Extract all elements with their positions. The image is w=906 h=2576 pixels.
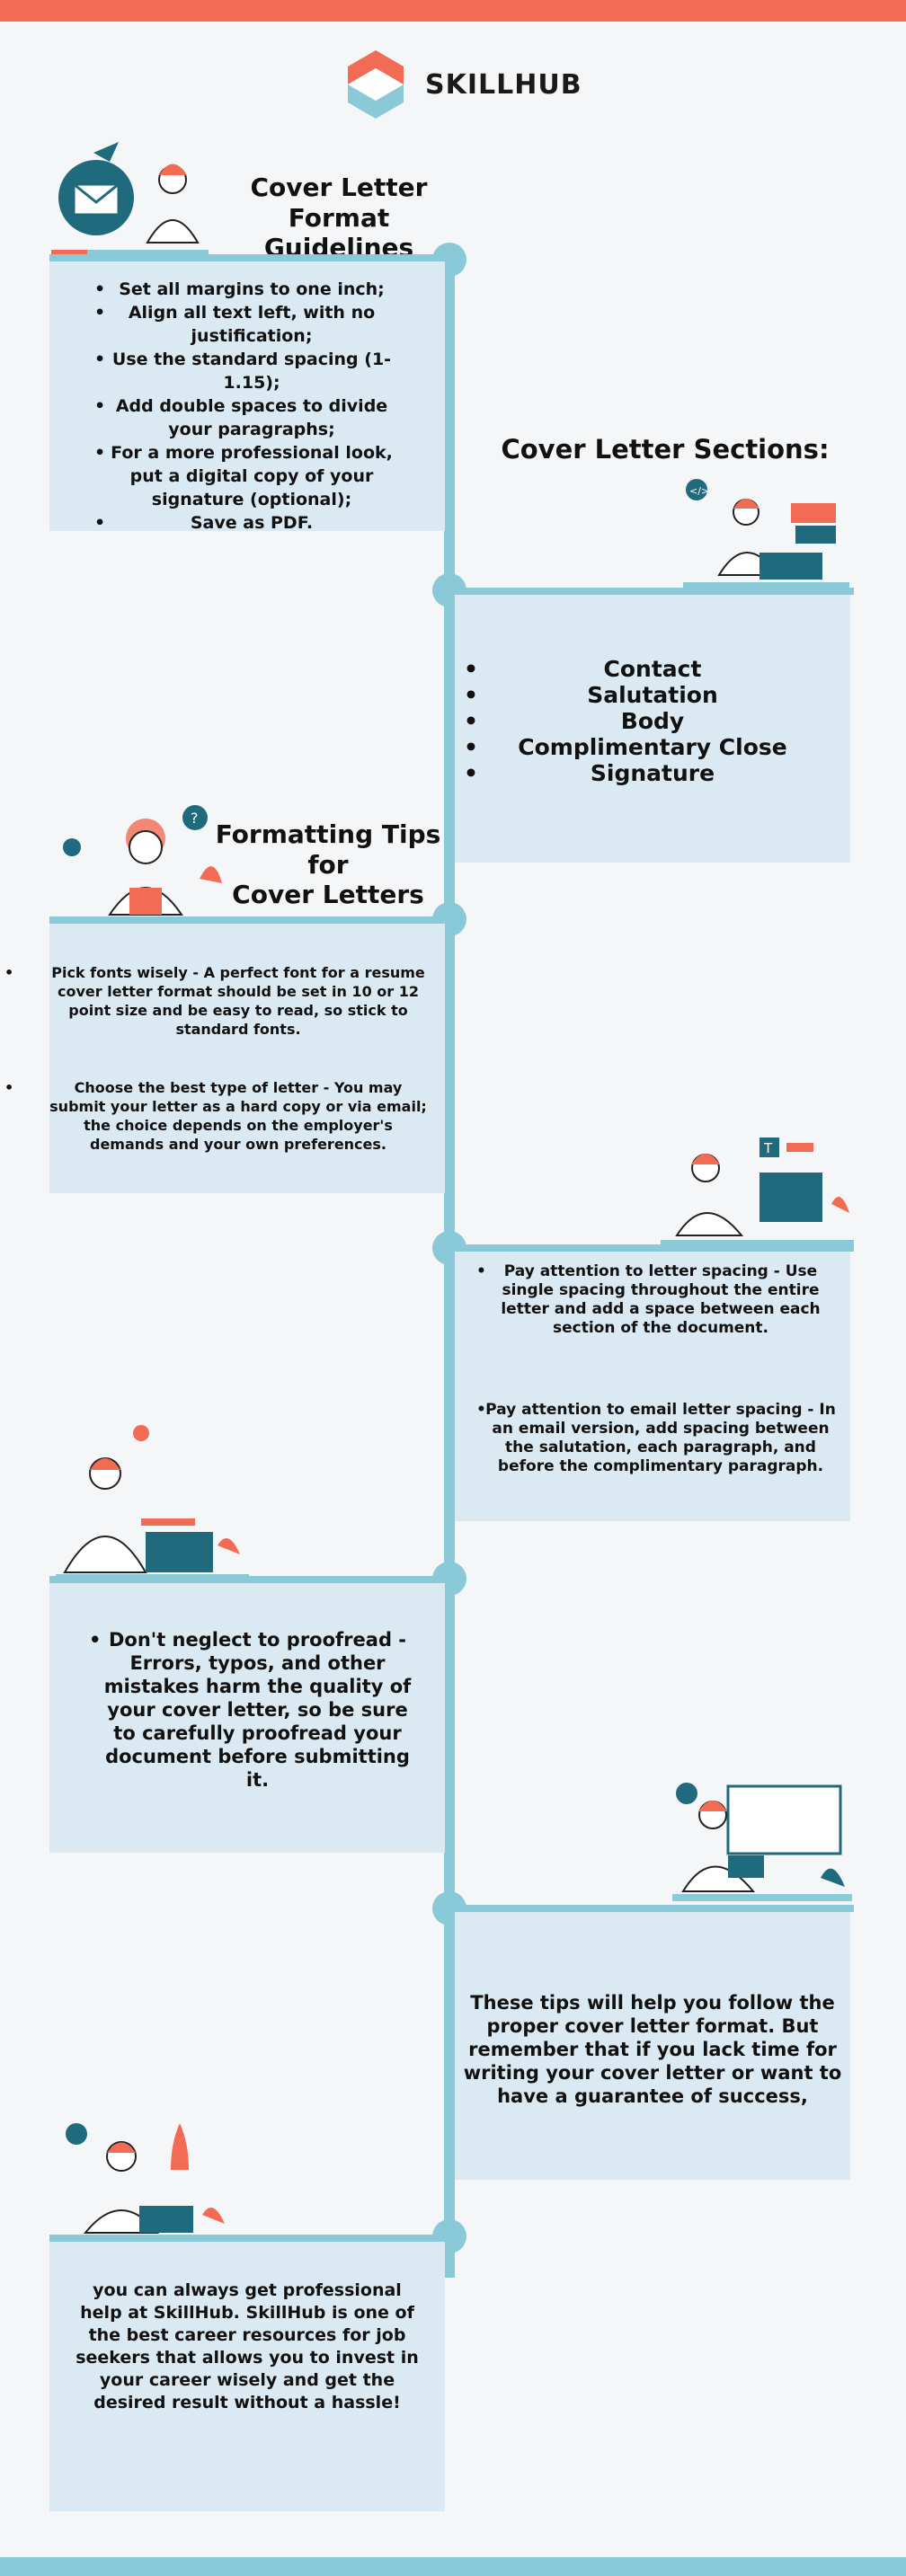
section1-title-line1: Cover Letter Format	[250, 173, 428, 233]
list-item: Pay attention to letter spacing - Use si…	[476, 1262, 836, 1338]
section4-panel: Pay attention to letter spacing - Use si…	[455, 1252, 850, 1521]
list-item: Save as PDF.	[94, 511, 400, 535]
list-item: Complimentary Close	[464, 734, 832, 760]
top-accent-bar	[0, 0, 906, 22]
section2-connector	[445, 588, 854, 595]
section3-connector	[49, 916, 454, 924]
section3-title-line2: Cover Letters	[232, 880, 424, 910]
list-item: Add double spaces to divide your paragra…	[94, 394, 400, 441]
section3-list: Pick fonts wisely - A perfect font for a…	[4, 963, 427, 1154]
section3-title-line1: Formatting Tips for	[215, 819, 441, 880]
section4-list: Pay attention to letter spacing - Use si…	[476, 1262, 836, 1476]
section7-panel: you can always get professional help at …	[49, 2242, 445, 2511]
section5-connector	[49, 1576, 454, 1583]
skillhub-logo-icon	[344, 49, 407, 120]
section1-title: Cover Letter Format Guidelines	[209, 173, 469, 263]
brand-name: SKILLHUB	[425, 68, 582, 101]
section7-text: you can always get professional help at …	[76, 2280, 419, 2412]
section7-connector	[49, 2235, 454, 2242]
list-item: Pay attention to email letter spacing - …	[476, 1401, 836, 1476]
desk-worker-illustration: T	[661, 1132, 858, 1249]
rocket-launch-illustration	[49, 2116, 238, 2246]
section2-title: Cover Letter Sections:	[501, 434, 830, 465]
section4-connector	[445, 1244, 854, 1252]
section3-panel: Pick fonts wisely - A perfect font for a…	[4, 924, 445, 1193]
list-item: Contact	[464, 656, 832, 682]
list-item: Choose the best type of letter - You may…	[4, 1078, 427, 1154]
section2-panel: Contact Salutation Body Complimentary Cl…	[455, 595, 850, 863]
section6-panel: These tips will help you follow the prop…	[455, 1912, 850, 2180]
svg-text:</>: </>	[689, 485, 709, 497]
bottom-accent-bar	[0, 2557, 906, 2576]
list-item: For a more professional look, put a digi…	[94, 441, 400, 511]
list-item: Don't neglect to proofread - Errors, typ…	[89, 1628, 417, 1792]
timeline-spine	[444, 256, 455, 2278]
section2-list: Contact Salutation Body Complimentary Cl…	[464, 656, 832, 786]
email-illustration	[47, 135, 218, 270]
list-item: Signature	[464, 760, 832, 786]
list-item: Use the standard spacing (1-1.15);	[94, 348, 400, 394]
section1-connector	[49, 254, 454, 261]
skillhub-logo[interactable]: SKILLHUB	[344, 47, 582, 122]
developer-illustration: </>	[674, 476, 854, 593]
section5-panel: Don't neglect to proofread - Errors, typ…	[49, 1583, 445, 1853]
list-item: Pick fonts wisely - A perfect font for a…	[4, 963, 427, 1039]
section5-list: Don't neglect to proofread - Errors, typ…	[89, 1628, 417, 1792]
section6-connector	[445, 1905, 854, 1912]
section3-title: Formatting Tips for Cover Letters	[207, 819, 449, 910]
svg-text:?: ?	[191, 810, 199, 827]
list-item: Align all text left, with no justificati…	[94, 301, 400, 348]
section1-panel: Set all margins to one inch; Align all t…	[49, 261, 445, 535]
section6-text: These tips will help you follow the prop…	[463, 1992, 842, 2107]
reading-person-illustration	[672, 1779, 857, 1905]
idea-laptop-illustration	[56, 1420, 253, 1581]
list-item: Set all margins to one inch;	[94, 278, 400, 301]
list-item: Salutation	[464, 682, 832, 708]
svg-text:T: T	[763, 1140, 773, 1156]
list-item: Body	[464, 708, 832, 734]
section1-list: Set all margins to one inch; Align all t…	[94, 278, 400, 535]
